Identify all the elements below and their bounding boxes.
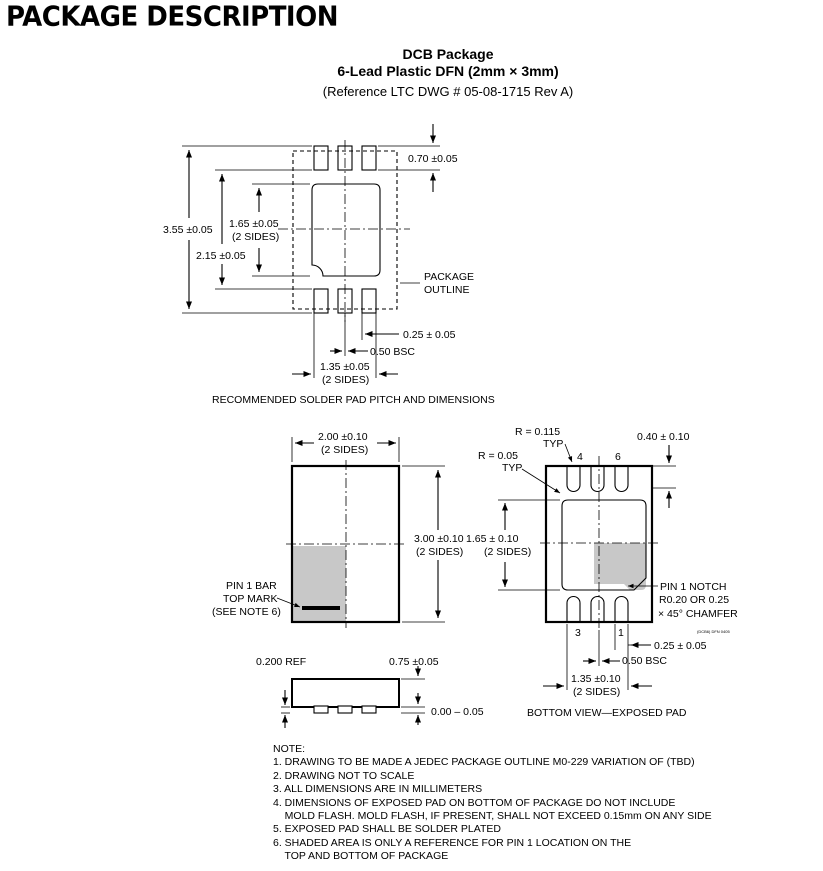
note-3: 3. ALL DIMENSIONS ARE IN MILLIMETERS [273, 783, 483, 796]
pin-4-label: 4 [577, 451, 583, 463]
note-4a: 4. DIMENSIONS OF EXPOSED PAD ON BOTTOM O… [273, 796, 676, 809]
solder-pad-caption: RECOMMENDED SOLDER PAD PITCH AND DIMENSI… [212, 394, 495, 406]
top-view-labels: 2.00 ±0.10 (2 SIDES) 3.00 ±0.10 (2 SIDES… [212, 431, 464, 618]
solder-exposed-pad [311, 183, 381, 277]
side-dim-height-label: 0.75 ±0.05 [389, 656, 439, 668]
top-dim-width-sub: (2 SIDES) [321, 444, 368, 456]
bottom-dim-pad-height-label: 1.65 ± 0.10 [466, 533, 519, 545]
drawing-code: (DCB6) DFN 0405 [697, 629, 730, 634]
dim-span-label: 1.35 ±0.05 [320, 361, 370, 373]
dim-span-sub: (2 SIDES) [322, 374, 369, 386]
bottom-lead-top-1 [566, 466, 581, 493]
pin1-label-1: PIN 1 BAR [226, 580, 277, 592]
outline-label-1: PACKAGE [424, 271, 474, 283]
dim-height-label: 3.55 ±0.05 [163, 224, 213, 236]
solder-pad-drawing [182, 124, 440, 378]
bottom-dim-pitch-label: 0.50 BSC [622, 655, 667, 667]
notes-heading: NOTE: [273, 743, 306, 755]
bottom-lead-bottom-2 [590, 595, 605, 622]
side-view-drawing [281, 666, 425, 728]
top-dim-height-sub: (2 SIDES) [416, 546, 463, 558]
outline-label-2: OUTLINE [424, 284, 470, 296]
bottom-lead-top-3 [614, 466, 629, 493]
notch-label-2: R0.20 OR 0.25 [659, 594, 729, 606]
bottom-lead-bottom-1 [566, 595, 581, 622]
pin-1-label: 1 [618, 627, 624, 639]
bottom-view-drawing [498, 443, 676, 690]
pin1-bar [302, 606, 340, 610]
solder-lead-bottom-3 [361, 288, 377, 314]
bottom-dim-pad-height-sub: (2 SIDES) [484, 546, 531, 558]
r1-label: R = 0.115 [515, 426, 560, 438]
package-outline [292, 150, 398, 310]
bottom-exposed-pad [561, 499, 647, 591]
package-description: 6-Lead Plastic DFN (2mm × 3mm) [337, 63, 559, 79]
dim-pad-height-sub: (2 SIDES) [232, 231, 279, 243]
top-view-drawing [276, 437, 445, 628]
bottom-dim-lead-label: 0.40 ± 0.10 [637, 431, 690, 443]
side-lead-1 [313, 705, 329, 714]
pin-3-label: 3 [575, 627, 581, 639]
pin1-label-2: TOP MARK [223, 593, 277, 605]
page-title: PACKAGE DESCRIPTION [6, 1, 338, 33]
bottom-shaded-area [594, 543, 646, 590]
dim-lead-width-label: 0.25 ± 0.05 [403, 329, 456, 341]
side-lead-3 [361, 705, 377, 714]
package-reference: (Reference LTC DWG # 05-08-1715 Rev A) [322, 84, 574, 99]
note-6b: TOP AND BOTTOM OF PACKAGE [273, 850, 449, 863]
note-4b: MOLD FLASH. MOLD FLASH, IF PRESENT, SHAL… [273, 810, 712, 823]
solder-lead-bottom-1 [313, 288, 329, 314]
side-dim-standoff-label: 0.00 – 0.05 [431, 706, 484, 718]
package-name: DCB Package [402, 46, 494, 62]
r2-label: R = 0.05 [478, 450, 518, 462]
top-shaded-area [292, 546, 346, 622]
top-dim-height-label: 3.00 ±0.10 [414, 533, 464, 545]
pin1-label-3: (SEE NOTE 6) [212, 606, 281, 618]
bottom-view-labels: R = 0.115 TYP R = 0.05 TYP 0.40 ± 0.10 4… [466, 426, 738, 719]
bottom-dim-lead-width-label: 0.25 ± 0.05 [654, 640, 707, 652]
solder-lead-top-1 [313, 145, 329, 171]
pin-6-label: 6 [615, 451, 621, 463]
note-1: 1. DRAWING TO BE MADE A JEDEC PACKAGE OU… [273, 756, 695, 769]
note-6a: 6. SHADED AREA IS ONLY A REFERENCE FOR P… [273, 836, 632, 849]
bottom-lead-top-2 [590, 466, 605, 493]
package-side-body [291, 678, 400, 708]
bottom-dim-span-label: 1.35 ±0.10 [571, 673, 621, 685]
solder-pad-labels: 3.55 ±0.05 1.65 ±0.05 (2 SIDES) 2.15 ±0.… [163, 153, 495, 406]
solder-lead-top-3 [361, 145, 377, 171]
note-2: 2. DRAWING NOT TO SCALE [273, 769, 415, 782]
top-dim-width-label: 2.00 ±0.10 [318, 431, 368, 443]
notch-label-3: × 45° CHAMFER [658, 608, 738, 620]
side-dim-ref-label: 0.200 REF [256, 656, 306, 668]
notes-block: NOTE: 1. DRAWING TO BE MADE A JEDEC PACK… [273, 743, 712, 864]
side-lead-2 [337, 705, 353, 714]
solder-lead-top-2 [337, 145, 353, 171]
note-5: 5. EXPOSED PAD SHALL BE SOLDER PLATED [273, 823, 501, 836]
notch-label-1: PIN 1 NOTCH [660, 581, 727, 593]
bottom-lead-bottom-3 [614, 595, 629, 622]
side-view-labels: 0.200 REF 0.75 ±0.05 0.00 – 0.05 [256, 656, 484, 718]
dim-lead-length-label: 0.70 ±0.05 [408, 153, 458, 165]
r2-sub: TYP [502, 462, 522, 474]
dim-pad-height-label: 1.65 ±0.05 [229, 218, 279, 230]
dim-pitch-label: 0.50 BSC [370, 346, 415, 358]
r1-sub: TYP [543, 438, 563, 450]
bottom-view-caption: BOTTOM VIEW—EXPOSED PAD [527, 707, 687, 719]
bottom-dim-span-sub: (2 SIDES) [573, 686, 620, 698]
dim-pad-outer-label: 2.15 ±0.05 [196, 250, 246, 262]
